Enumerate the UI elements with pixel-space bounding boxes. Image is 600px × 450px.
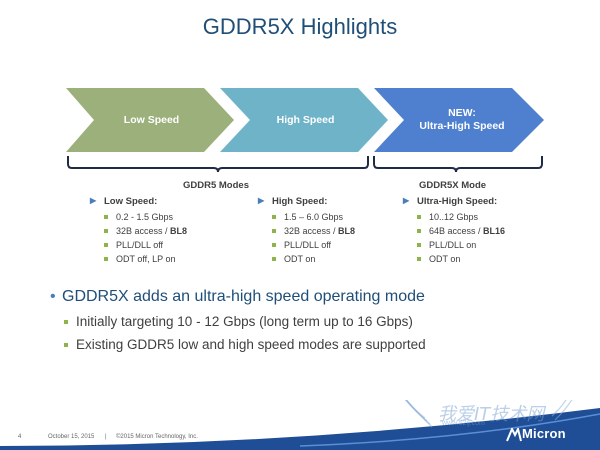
mode-low-speed-items: 0.2 - 1.5 Gbps 32B access / BL8 PLL/DLL … [90, 210, 187, 266]
item-text: 32B access / [116, 226, 171, 236]
mode-high-speed-heading: ▶ High Speed: [258, 196, 355, 207]
square-bullet-icon [417, 215, 421, 219]
list-item: 64B access / BL16 [417, 224, 505, 238]
micron-logo-mark-icon [506, 428, 522, 442]
square-bullet-icon [104, 243, 108, 247]
list-item: 0.2 - 1.5 Gbps [104, 210, 187, 224]
footer-copyright: ©2015 Micron Technology, Inc. [116, 434, 198, 440]
square-bullet-icon [272, 229, 276, 233]
mode-high-speed: ▶ High Speed: 1.5 – 6.0 Gbps 32B access … [258, 196, 355, 266]
chevron-shapes [66, 88, 544, 152]
item-text: ODT off, LP on [116, 254, 176, 264]
bracket-gddr5x [373, 156, 543, 173]
micron-logo-text: Micron [522, 426, 566, 441]
item-bold-text: BL16 [483, 226, 506, 236]
square-bullet-icon [104, 257, 108, 261]
list-item: ODT on [272, 252, 355, 266]
item-bold-text: BL8 [338, 226, 356, 236]
mode-ultra-high-speed: ▶ Ultra-High Speed: 10..12 Gbps 64B acce… [403, 196, 505, 266]
list-item: PLL/DLL on [417, 238, 505, 252]
wing-watermark-icon [404, 400, 573, 428]
item-bold-text: BL8 [170, 226, 188, 236]
sub-bullet: Initially targeting 10 - 12 Gbps (long t… [50, 314, 426, 329]
square-bullet-icon [64, 343, 68, 347]
mode-heading-text: Ultra-High Speed: [417, 196, 498, 207]
triangle-bullet-icon: ▶ [90, 196, 97, 205]
chevron-ultra-label: NEW: Ultra-High Speed [402, 88, 522, 152]
sub-bullet-text: Initially targeting 10 - 12 Gbps (long t… [76, 314, 413, 329]
mode-low-speed: ▶ Low Speed: 0.2 - 1.5 Gbps 32B access /… [90, 196, 187, 266]
mode-high-speed-items: 1.5 – 6.0 Gbps 32B access / BL8 PLL/DLL … [258, 210, 355, 266]
square-bullet-icon [272, 243, 276, 247]
triangle-bullet-icon: ▶ [258, 196, 265, 205]
list-item: ODT on [417, 252, 505, 266]
item-text: PLL/DLL off [116, 240, 164, 250]
watermark-url: www.52ij.com [442, 420, 485, 427]
square-bullet-icon [417, 243, 421, 247]
list-item: PLL/DLL off [272, 238, 355, 252]
chevron-ultra-high-speed [374, 88, 544, 152]
square-bullet-icon [417, 229, 421, 233]
item-text: PLL/DLL on [429, 240, 477, 250]
footer-date: October 15, 2015 [48, 434, 95, 440]
chevron-ultra-label-line2: Ultra-High Speed [419, 120, 505, 132]
group-brackets [67, 156, 543, 173]
footer-separator: | [105, 434, 107, 440]
item-text: 1.5 – 6.0 Gbps [284, 212, 344, 222]
slide-title: GDDR5X Highlights [202, 14, 398, 39]
main-bullets: • GDDR5X adds an ultra-high speed operat… [50, 288, 426, 352]
chevron-high-speed [220, 88, 388, 152]
square-bullet-icon [104, 229, 108, 233]
item-text: 64B access / [429, 226, 484, 236]
mode-heading-text: High Speed: [272, 196, 328, 207]
chevron-high-speed-label: High Speed [276, 113, 335, 126]
main-bullet-text: GDDR5X adds an ultra-high speed operatin… [62, 288, 425, 305]
square-bullet-icon [64, 320, 68, 324]
chevron-low-speed-label: Low Speed [123, 113, 180, 126]
list-item: 10..12 Gbps [417, 210, 505, 224]
square-bullet-icon [417, 257, 421, 261]
bracket-gddr5 [67, 156, 369, 173]
watermark-text: 我爱IT技术网 [438, 404, 545, 425]
square-bullet-icon [272, 257, 276, 261]
list-item: ODT off, LP on [104, 252, 187, 266]
item-text: ODT on [429, 254, 461, 264]
list-item: 1.5 – 6.0 Gbps [272, 210, 355, 224]
group-title-gddr5: GDDR5 Modes [183, 180, 249, 191]
square-bullet-icon [272, 215, 276, 219]
item-text: PLL/DLL off [284, 240, 332, 250]
item-text: 10..12 Gbps [429, 212, 479, 222]
list-item: 32B access / BL8 [272, 224, 355, 238]
mode-ultra-items: 10..12 Gbps 64B access / BL16 PLL/DLL on… [403, 210, 505, 266]
page-number: 4 [18, 434, 22, 440]
mode-ultra-heading: ▶ Ultra-High Speed: [403, 196, 505, 207]
item-text: ODT on [284, 254, 316, 264]
item-text: 32B access / [284, 226, 339, 236]
list-item: 32B access / BL8 [104, 224, 187, 238]
speed-mode-chevrons: Low Speed High Speed NEW: Ultra-High Spe… [66, 88, 546, 152]
mode-heading-text: Low Speed: [104, 196, 158, 207]
item-text: 0.2 - 1.5 Gbps [116, 212, 174, 222]
group-title-gddr5x: GDDR5X Mode [419, 180, 487, 191]
round-bullet-icon: • [50, 288, 56, 305]
mode-low-speed-heading: ▶ Low Speed: [90, 196, 187, 207]
square-bullet-icon [104, 215, 108, 219]
main-bullet: • GDDR5X adds an ultra-high speed operat… [50, 288, 426, 306]
list-item: PLL/DLL off [104, 238, 187, 252]
triangle-bullet-icon: ▶ [403, 196, 410, 205]
sub-bullet-text: Existing GDDR5 low and high speed modes … [76, 337, 426, 352]
sub-bullet: Existing GDDR5 low and high speed modes … [50, 337, 426, 352]
footer-wave-band [0, 400, 600, 450]
chevron-ultra-label-line1: NEW: [448, 107, 476, 119]
chevron-low-speed [66, 88, 234, 152]
